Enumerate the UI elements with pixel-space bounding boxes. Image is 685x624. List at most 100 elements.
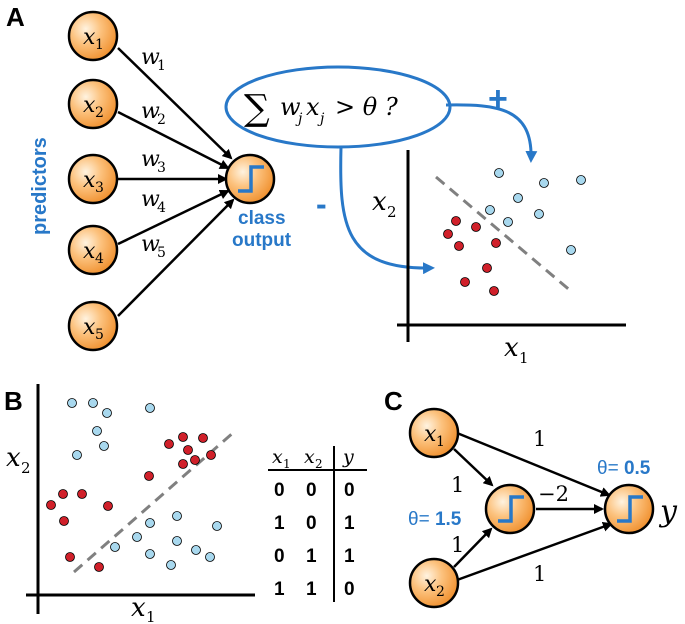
scatter-point	[183, 445, 193, 455]
input-edges	[117, 47, 235, 317]
scatter-point	[191, 545, 201, 555]
scatter-point	[451, 216, 461, 226]
input-node-x4: x 4	[67, 224, 119, 276]
scatter-a-x-label: x	[504, 333, 519, 363]
input-node-x2: x 2	[67, 78, 119, 130]
scatter-point	[534, 209, 544, 219]
scatter-point	[482, 263, 492, 273]
scatter-point	[206, 450, 216, 460]
table-cell: 1	[274, 513, 285, 534]
scatter-point	[539, 178, 549, 188]
scatter-point	[103, 501, 113, 511]
edge-x4	[117, 189, 230, 246]
scatter-point	[489, 286, 499, 296]
c-input-x1-label: x	[424, 422, 437, 447]
scatter-point	[99, 441, 109, 451]
weight-w5: w	[141, 232, 160, 257]
weight-w1-sub: 1	[157, 58, 166, 74]
input-x1-sub: 1	[95, 37, 104, 53]
scatter-point	[145, 549, 155, 559]
input-x2-label: x	[83, 93, 96, 118]
scatter-point	[190, 455, 200, 465]
input-x4-label: x	[83, 239, 96, 264]
panel-a-letter: A	[6, 2, 25, 32]
table-cell: 1	[344, 546, 355, 567]
scatter-b: x 2 x 1	[6, 384, 255, 624]
input-node-x5: x 5	[67, 300, 119, 352]
scatter-point	[145, 403, 155, 413]
scatter-point	[72, 450, 82, 460]
weight-w2: w	[141, 99, 160, 124]
weight-w4: w	[141, 187, 160, 212]
plus-sign: +	[488, 80, 508, 118]
sum-ellipse	[224, 65, 452, 149]
network-c-hidden-node	[484, 483, 536, 535]
step-function-icon	[498, 495, 524, 523]
class-label: class	[238, 208, 286, 229]
theta-output-label: θ= 0.5	[597, 458, 651, 479]
scatter-a-y-sub: 2	[387, 203, 397, 221]
weight-w1: w	[141, 45, 160, 70]
scatter-point	[58, 489, 68, 499]
sum-threshold: > θ ?	[335, 93, 398, 121]
edge-x2	[117, 110, 230, 170]
truth-table: x 1 x 2 y 0 0 0 1 0 1 0 1 1 1	[268, 446, 367, 602]
table-cell: 1	[306, 579, 317, 600]
scatter-point	[132, 532, 142, 542]
scatter-point	[172, 536, 182, 546]
panel-c-letter: C	[384, 386, 403, 416]
scatter-point	[566, 245, 576, 255]
step-function-icon	[238, 165, 264, 193]
output-y-label: y	[658, 494, 678, 529]
predictors-label: predictors	[29, 137, 51, 235]
step-function-icon	[617, 495, 643, 523]
input-x3-label: x	[83, 168, 96, 193]
table-row: 0 0 0	[274, 480, 355, 501]
scatter-point	[65, 552, 75, 562]
scatter-point	[178, 432, 188, 442]
input-x5-label: x	[83, 315, 96, 340]
scatter-point	[460, 277, 470, 287]
weight-x2-hidden: 1	[451, 533, 464, 557]
scatter-point	[454, 241, 464, 251]
table-header-y: y	[342, 446, 354, 468]
input-node-x3: x 3	[67, 153, 119, 205]
input-x3-sub: 3	[95, 180, 104, 196]
scatter-point	[513, 193, 523, 203]
table-row: 1 1 0	[274, 579, 355, 600]
network-c-edges	[453, 431, 613, 582]
scatter-point	[485, 205, 495, 215]
edge-x1	[117, 47, 233, 160]
output-node	[224, 153, 276, 205]
scatter-b-x-label: x	[131, 593, 146, 623]
table-cell: 0	[306, 480, 317, 501]
c-input-x2-sub: 2	[436, 584, 445, 600]
scatter-point	[46, 500, 56, 510]
edge-x1-output	[456, 431, 611, 497]
scatter-point	[88, 398, 98, 408]
scatter-point	[92, 426, 102, 436]
table-cell: 1	[274, 579, 285, 600]
scatter-a-x-sub: 1	[519, 349, 529, 367]
scatter-point	[212, 521, 222, 531]
minus-sign: -	[316, 186, 327, 222]
input-x1-label: x	[83, 25, 96, 50]
table-cell: 0	[344, 480, 355, 501]
network-c-input-x1: x 1	[408, 407, 460, 459]
sum-j1: j	[295, 111, 303, 127]
table-row: 1 0 1	[274, 513, 355, 534]
scatter-a: x 2 x 1	[372, 150, 626, 367]
panel-c: C x 1 x 2 1 1 1	[384, 386, 678, 609]
sum-x: x	[306, 93, 320, 121]
table-header-x1: x	[272, 446, 283, 468]
input-x5-sub: 5	[95, 327, 104, 343]
table-cell: 0	[344, 579, 355, 600]
panel-b: B	[4, 384, 367, 624]
weight-w5-sub: 5	[157, 245, 166, 261]
weight-x1-hidden: 1	[451, 473, 464, 497]
scatter-point	[145, 518, 155, 528]
weight-x2-output: 1	[533, 562, 546, 586]
sum-w: w	[280, 93, 301, 121]
network-c-input-x2: x 2	[408, 557, 460, 609]
network-c-output-node	[603, 483, 655, 535]
